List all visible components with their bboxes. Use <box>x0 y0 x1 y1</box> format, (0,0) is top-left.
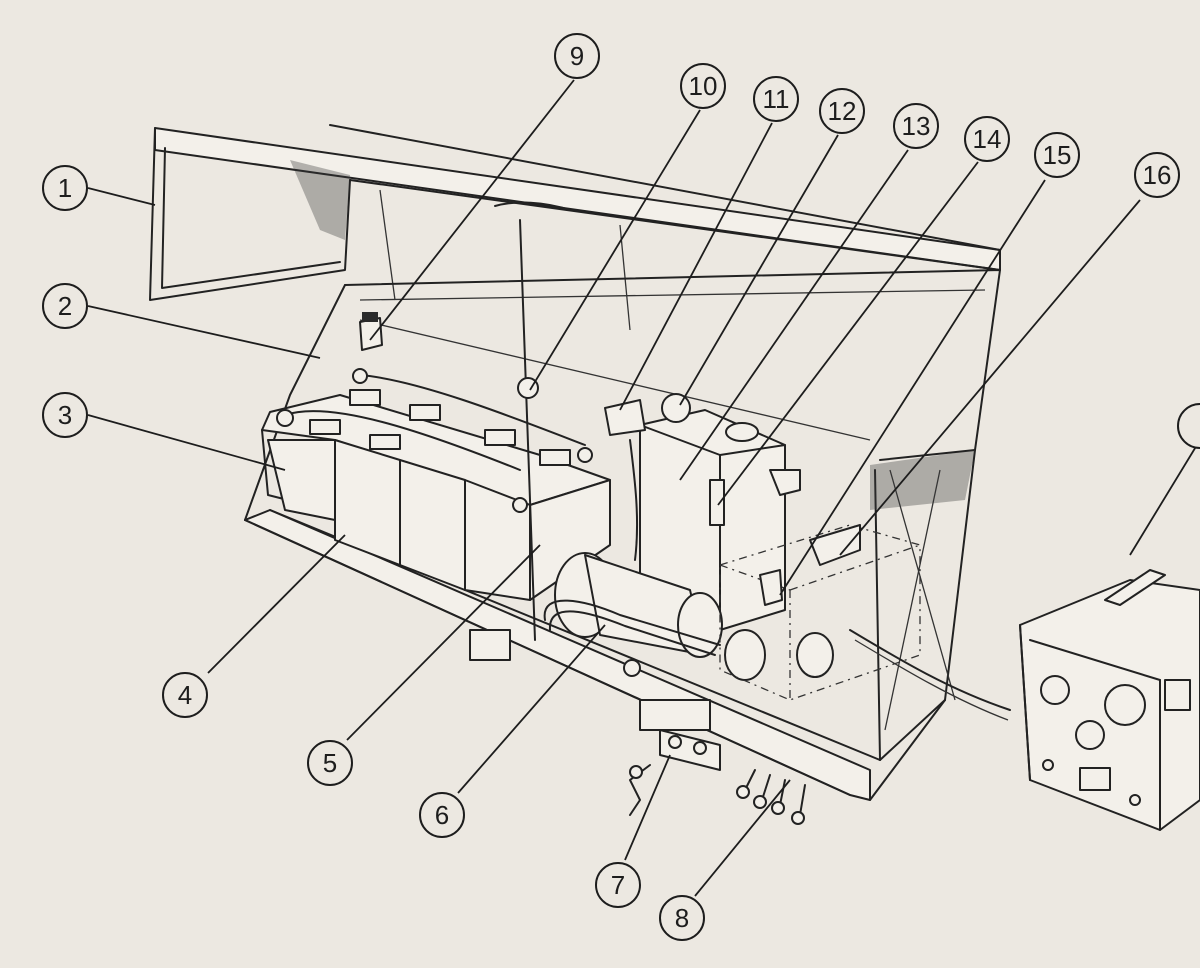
callout-7: 7 <box>595 862 641 908</box>
callout-16: 16 <box>1134 152 1180 198</box>
leader-lines <box>87 79 1200 897</box>
lid <box>149 124 1001 331</box>
key-switch <box>629 729 721 816</box>
svg-text:2: 2 <box>58 291 72 321</box>
callout-12: 12 <box>819 88 865 134</box>
callout-5: 5 <box>307 740 353 786</box>
callout-15: 15 <box>1034 132 1080 178</box>
callout-9: 9 <box>554 33 600 79</box>
svg-text:9: 9 <box>570 41 584 71</box>
svg-text:13: 13 <box>902 111 931 141</box>
control-levers <box>736 769 806 825</box>
svg-text:12: 12 <box>828 96 857 126</box>
callouts: 1 2 3 4 5 6 7 8 9 10 11 12 13 14 15 16 <box>42 33 1200 941</box>
valve-block <box>719 469 1011 721</box>
callout-11: 11 <box>753 76 799 122</box>
svg-text:15: 15 <box>1043 140 1072 170</box>
svg-text:14: 14 <box>973 124 1002 154</box>
callout-13: 13 <box>893 103 939 149</box>
callout-8: 8 <box>659 895 705 941</box>
callout-4: 4 <box>162 672 208 718</box>
svg-text:7: 7 <box>611 870 625 900</box>
svg-text:16: 16 <box>1143 160 1172 190</box>
main-frame <box>244 269 1001 801</box>
svg-text:4: 4 <box>178 680 192 710</box>
battery-1 <box>267 439 336 521</box>
svg-text:1: 1 <box>58 173 72 203</box>
svg-text:10: 10 <box>689 71 718 101</box>
callout-1: 1 <box>42 165 88 211</box>
svg-text:11: 11 <box>763 84 790 114</box>
callout-2: 2 <box>42 283 88 329</box>
control-box <box>1019 569 1200 831</box>
callout-3: 3 <box>42 392 88 438</box>
callout-10: 10 <box>680 63 726 109</box>
callout-14: 14 <box>964 116 1010 162</box>
wall-bracket <box>359 312 383 351</box>
callout-6: 6 <box>419 792 465 838</box>
callout-partial-edge <box>1177 403 1200 449</box>
rod <box>494 201 571 641</box>
motor-pump <box>543 552 766 681</box>
battery-bank <box>261 368 611 601</box>
svg-text:8: 8 <box>675 903 689 933</box>
svg-text:5: 5 <box>323 748 337 778</box>
svg-text:3: 3 <box>58 400 72 430</box>
svg-text:6: 6 <box>435 800 449 830</box>
